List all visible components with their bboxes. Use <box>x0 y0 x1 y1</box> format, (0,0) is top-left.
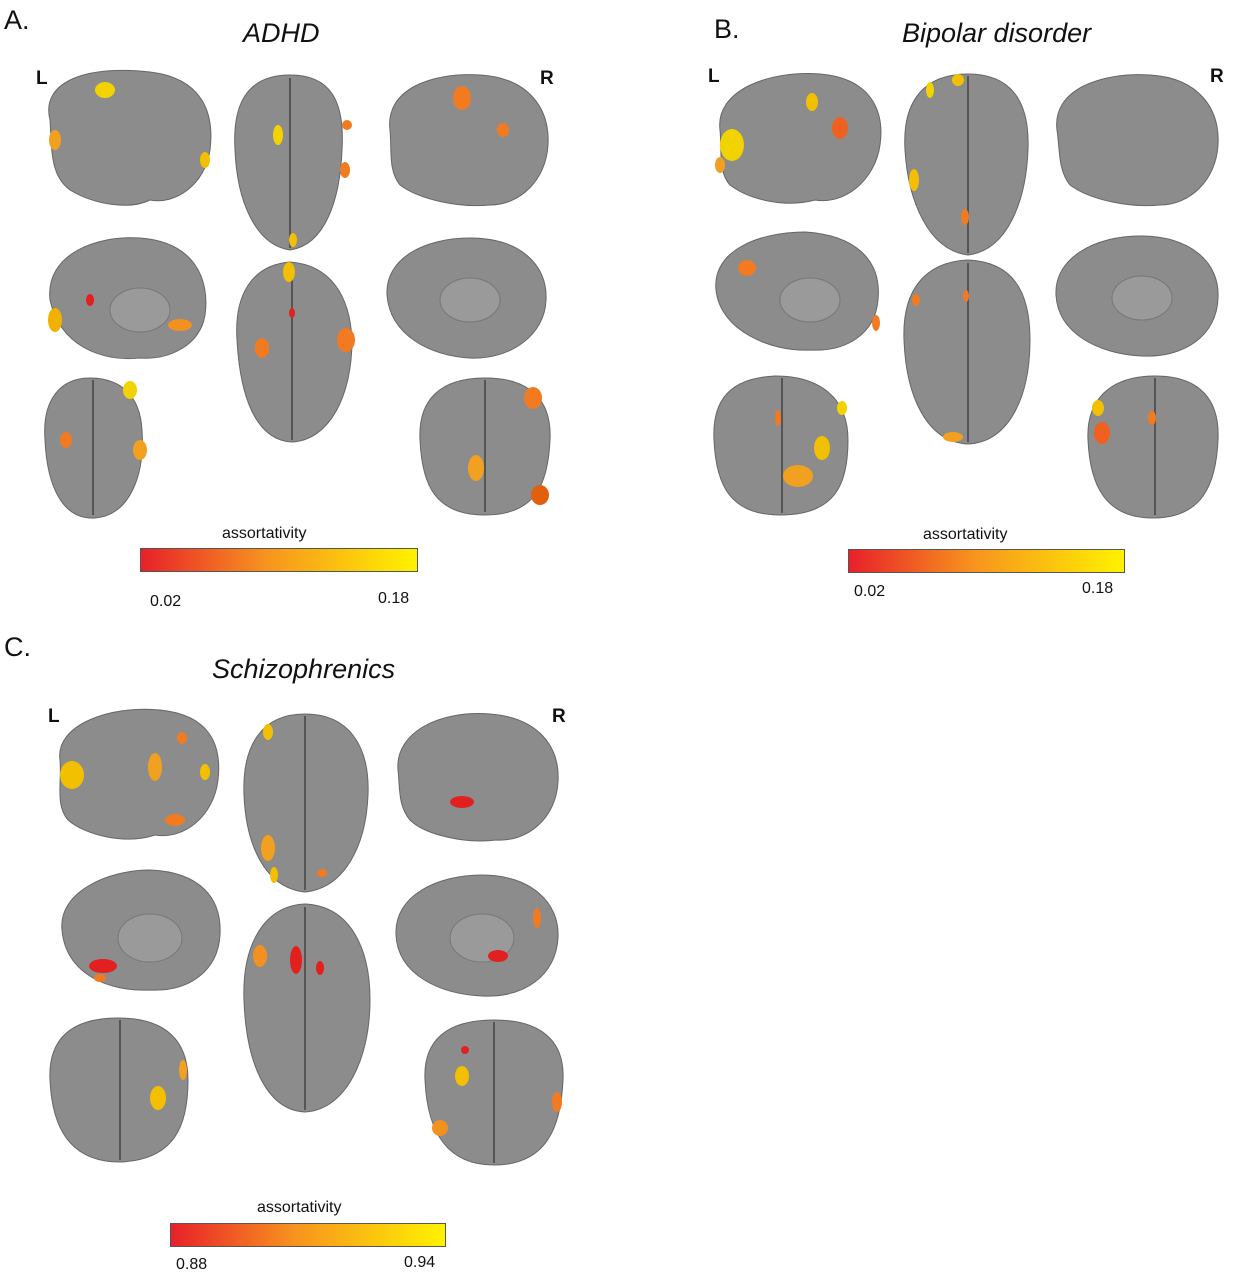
left-hemisphere-label: L <box>36 68 48 89</box>
left-hemisphere-label: L <box>48 706 60 727</box>
panel-letter: A. <box>4 5 30 35</box>
brain-left-lateral <box>59 708 220 840</box>
brain-right-posterior <box>424 1019 564 1166</box>
brain-left-posterior <box>49 1017 189 1163</box>
colorbar <box>170 1223 446 1247</box>
colorbar <box>848 549 1125 573</box>
left-hemisphere-label: L <box>708 66 720 87</box>
colorbar-label: assortativity <box>222 525 307 542</box>
brain-left-medial <box>715 231 880 351</box>
brain-right-medial <box>386 237 547 359</box>
panel-letter: C. <box>4 632 31 662</box>
colorbar-min: 0.02 <box>150 593 182 610</box>
brain-right-medial <box>1055 235 1219 357</box>
brain-left-posterior <box>44 377 147 519</box>
colorbar-max: 0.94 <box>404 1254 436 1271</box>
colorbar <box>140 548 418 572</box>
brain-renders-a <box>44 69 551 519</box>
brain-left-posterior <box>713 375 849 516</box>
brain-renders-b <box>713 73 1219 519</box>
colorbar-label: assortativity <box>257 1199 342 1216</box>
brain-left-medial <box>48 237 207 360</box>
brain-superior <box>243 713 369 893</box>
colorbar-min: 0.88 <box>176 1256 208 1273</box>
panel-b: B. Bipolar disorder L R assortativity 0.… <box>620 0 1239 620</box>
panel-c: C. Schizophrenics L R assortativity 0.88… <box>0 630 620 1280</box>
brain-inferior <box>236 261 355 443</box>
right-hemisphere-label: R <box>540 68 554 89</box>
brain-right-lateral <box>389 74 549 207</box>
panel-title: ADHD <box>243 18 320 48</box>
brain-left-lateral <box>715 73 882 204</box>
brain-right-posterior <box>1087 375 1219 519</box>
brain-inferior <box>243 903 371 1113</box>
panel-title: Schizophrenics <box>212 654 396 684</box>
brain-left-lateral <box>48 69 212 206</box>
brain-superior <box>904 73 1029 256</box>
right-hemisphere-label: R <box>552 706 566 727</box>
colorbar-max: 0.18 <box>1082 580 1114 597</box>
brain-superior <box>234 74 352 251</box>
brain-right-medial <box>395 874 559 997</box>
panel-letter: B. <box>714 14 740 44</box>
brain-inferior <box>903 259 1031 445</box>
colorbar-max: 0.18 <box>378 590 410 607</box>
panel-title: Bipolar disorder <box>902 18 1092 48</box>
colorbar-label: assortativity <box>923 526 1008 543</box>
brain-right-posterior <box>419 377 551 516</box>
brain-left-medial <box>61 869 221 991</box>
brain-right-lateral <box>1056 74 1219 207</box>
panel-a: A. ADHD L R assortativity 0.02 0.18 <box>0 0 620 620</box>
colorbar-min: 0.02 <box>854 583 886 600</box>
brain-right-lateral <box>397 713 559 842</box>
brain-renders-c <box>49 708 564 1166</box>
right-hemisphere-label: R <box>1210 66 1224 87</box>
